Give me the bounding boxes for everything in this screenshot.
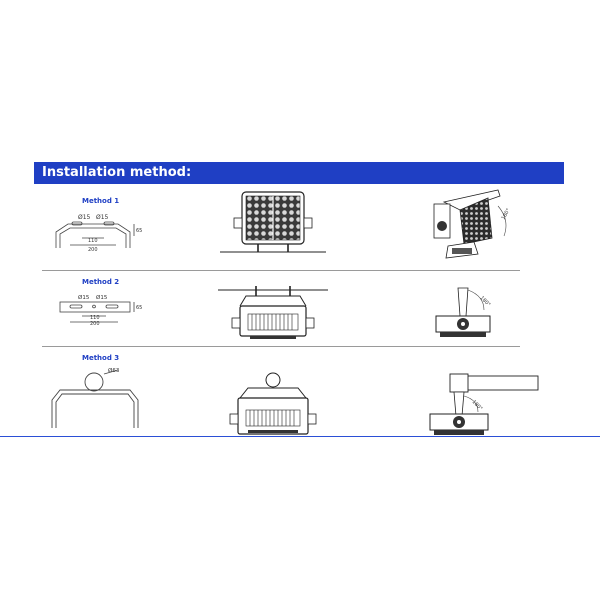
base-line [0, 436, 600, 437]
method-1-side-view: 180° [433, 189, 512, 259]
method-1-height-dim: 65 [136, 228, 142, 234]
method-2-side-view: 180° [435, 287, 492, 337]
method-2-front-view [218, 286, 328, 339]
method-1-outer-dim: 200 [88, 247, 98, 253]
method-2-hole-left-dim: Ø15 [78, 294, 90, 301]
method-2-hole-right-dim: Ø15 [96, 294, 108, 301]
method-3-front-view [229, 372, 317, 435]
method-1-hole-left-dim: Ø15 [78, 214, 91, 221]
method-1-inner-dim: 110 [88, 238, 98, 244]
method-2-bracket-drawing: Ø15 Ø15 110 200 65 [59, 294, 142, 327]
row-divider-1 [42, 270, 520, 271]
method-2-height-dim: 65 [136, 305, 142, 311]
method-2-angle-label: 180° [479, 295, 492, 308]
method-1-hole-right-dim: Ø15 [96, 214, 109, 221]
method-1-bracket-drawing: Ø15 Ø15 110 200 65 [55, 214, 142, 253]
method-3-pipe-dim: Ø63 [108, 367, 120, 374]
method-1-angle-label: 180° [501, 207, 512, 221]
method-3-bracket-drawing: Ø63 [51, 367, 139, 428]
installation-header-banner: Installation method: [34, 162, 564, 184]
section-title: Installation method: [42, 165, 192, 180]
method-2-outer-dim: 200 [90, 321, 100, 327]
method-1-front-view [220, 191, 326, 253]
method-2-label: Method 2 [82, 278, 120, 286]
method-3-angle-label: 180° [471, 399, 484, 412]
row-divider-2 [42, 346, 520, 347]
method-3-label: Method 3 [82, 354, 120, 362]
method-2-inner-dim: 110 [90, 315, 100, 321]
method-3-side-view: 180° [429, 373, 539, 435]
method-1-label: Method 1 [82, 197, 120, 205]
